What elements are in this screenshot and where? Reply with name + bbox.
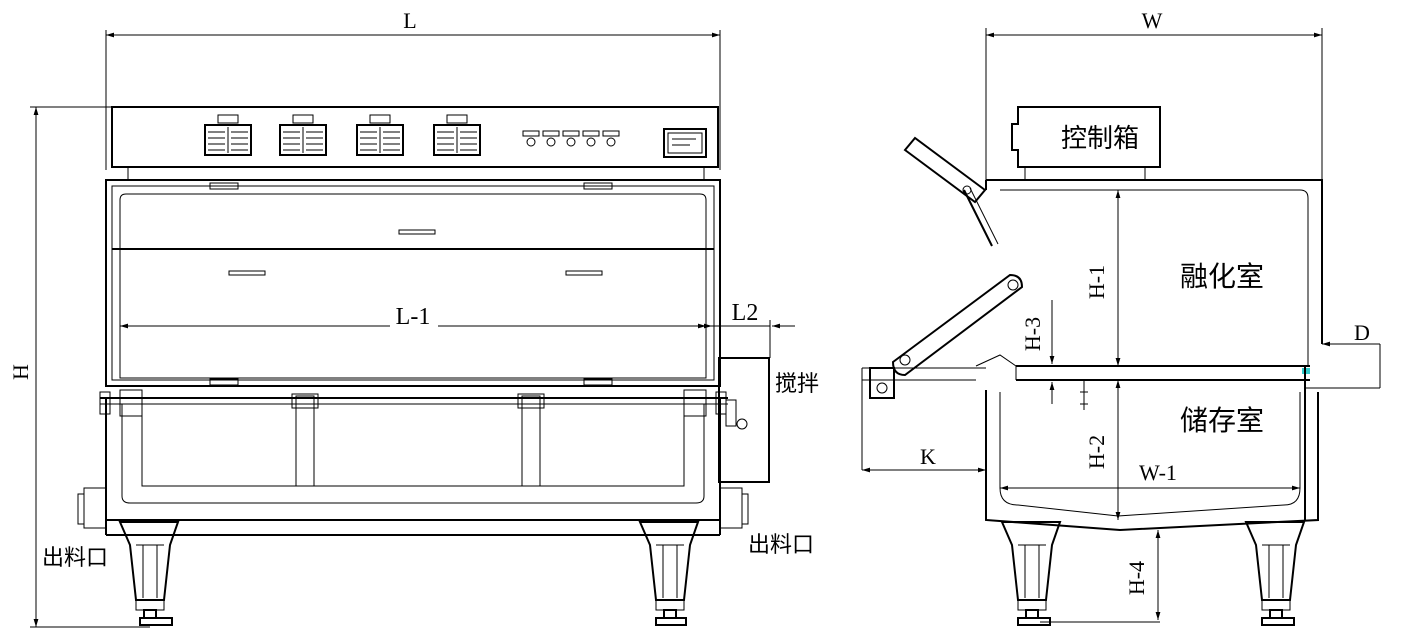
dim-H1-label: H-1 <box>1084 265 1109 299</box>
dim-H3-label: H-3 <box>1020 317 1045 351</box>
controller-modules <box>204 114 481 156</box>
dim-W1: W-1 <box>1000 460 1300 491</box>
side-body: 融化室 储存室 <box>985 179 1323 532</box>
melting-chamber-label: 融化室 <box>1180 260 1264 293</box>
control-panel <box>111 106 719 180</box>
dim-K-label: K <box>920 444 936 469</box>
outlet-right: 出料口 <box>719 487 814 558</box>
dim-W: W <box>985 8 1323 180</box>
switch-row <box>522 130 620 147</box>
dim-K: K <box>862 444 986 473</box>
dim-W1-label: W-1 <box>1139 460 1177 485</box>
outlet-right-label: 出料口 <box>748 533 814 558</box>
outlet-left: 出料口 <box>42 487 108 571</box>
dim-H1: H-1 <box>1084 190 1121 366</box>
dim-W-label: W <box>1142 8 1163 33</box>
controller-2 <box>279 114 327 156</box>
housing <box>105 179 721 387</box>
storage-chamber-label: 储存室 <box>1180 404 1264 437</box>
dim-H4-label: H-4 <box>1124 561 1149 595</box>
tank-frame <box>99 389 728 536</box>
dim-D: D <box>1305 320 1381 389</box>
hopper-lid <box>903 136 999 247</box>
dim-H3: H-3 <box>1020 300 1088 410</box>
control-box-label: 控制箱 <box>1061 124 1139 154</box>
dim-H2: H-2 <box>1084 380 1121 520</box>
dim-D-label: D <box>1354 320 1370 345</box>
side-leg-right <box>1244 521 1306 626</box>
leg-left <box>118 521 180 626</box>
dim-H2-label: H-2 <box>1084 435 1109 469</box>
dim-H: H <box>8 106 150 628</box>
dim-L2: L2 <box>680 300 795 358</box>
side-leg-left <box>1000 521 1062 626</box>
display-screen <box>663 128 707 158</box>
controller-4 <box>433 114 481 156</box>
dim-L: L <box>105 8 721 170</box>
dim-H-label: H <box>8 364 33 380</box>
stirring-arm <box>861 273 1024 470</box>
stirrer-box: 搅拌 <box>718 357 819 483</box>
dim-L-label: L <box>403 8 416 33</box>
controller-3 <box>356 114 404 156</box>
dim-L2-label: L2 <box>732 300 759 326</box>
stirring-label: 搅拌 <box>775 372 819 397</box>
outlet-left-label: 出料口 <box>42 546 108 571</box>
controller-1 <box>204 114 252 156</box>
dim-H4: H-4 <box>1040 530 1161 623</box>
control-box: 控制箱 <box>1011 106 1161 180</box>
leg-right <box>638 521 700 626</box>
dim-L1: L-1 <box>120 304 706 332</box>
side-view: W 控制箱 融化室 储存室 <box>861 8 1381 626</box>
dim-L1-label: L-1 <box>396 304 431 330</box>
front-view: L H <box>8 8 819 628</box>
